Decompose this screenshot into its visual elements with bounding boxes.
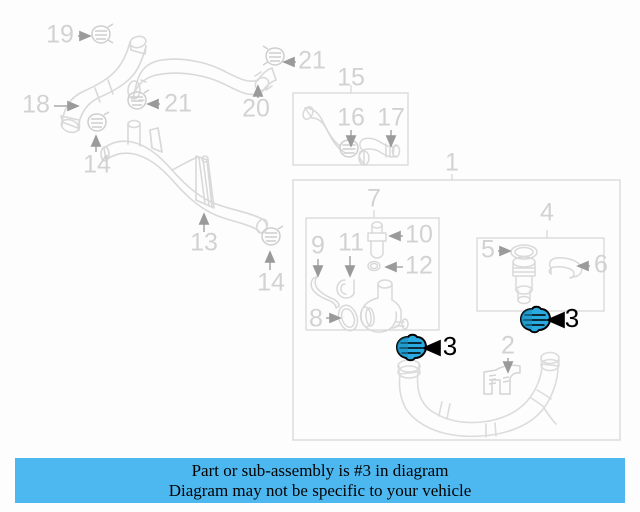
callout-3-upper: 3 bbox=[565, 303, 579, 333]
callout-2: 2 bbox=[501, 332, 515, 360]
callout-19: 19 bbox=[46, 21, 74, 49]
callout-11: 11 bbox=[338, 229, 364, 257]
callout-3-lower: 3 bbox=[443, 331, 457, 361]
group-box-15 bbox=[292, 85, 409, 166]
callout-17: 17 bbox=[377, 104, 405, 132]
highlight-clamp-upper bbox=[520, 305, 551, 334]
callout-18: 18 bbox=[22, 91, 50, 119]
callout-21-top: 21 bbox=[298, 47, 326, 75]
hose-assembly-upper-left bbox=[60, 35, 277, 234]
main-coolant-hose bbox=[397, 351, 560, 438]
callout-12: 12 bbox=[405, 252, 433, 280]
callout-6: 6 bbox=[594, 251, 608, 279]
callout-13: 13 bbox=[190, 229, 218, 257]
callout-9: 9 bbox=[311, 232, 325, 260]
callout-16: 16 bbox=[337, 104, 365, 132]
callout-8: 8 bbox=[309, 305, 323, 333]
group-box-7 bbox=[305, 210, 440, 333]
callout-7: 7 bbox=[367, 185, 381, 213]
info-banner: Part or sub-assembly is #3 in diagram Di… bbox=[15, 458, 625, 503]
leader-lines bbox=[54, 30, 590, 374]
callout-14-right: 14 bbox=[257, 269, 285, 297]
callout-21-mid: 21 bbox=[164, 90, 192, 118]
highlight-clamp-lower bbox=[396, 333, 427, 362]
callout-labels-highlight: 3 3 bbox=[443, 303, 579, 361]
leader-lines-highlight bbox=[421, 311, 565, 357]
banner-line-primary: Part or sub-assembly is #3 in diagram bbox=[191, 460, 449, 480]
callout-15: 15 bbox=[337, 64, 365, 92]
callout-4: 4 bbox=[540, 199, 554, 227]
callout-14-left: 14 bbox=[83, 151, 111, 179]
hose-clamps-gray bbox=[87, 23, 285, 246]
callout-1: 1 bbox=[445, 149, 459, 177]
callout-20: 20 bbox=[242, 95, 270, 123]
callout-5: 5 bbox=[481, 236, 495, 264]
banner-line-secondary: Diagram may not be specific to your vehi… bbox=[168, 480, 472, 500]
callout-10: 10 bbox=[405, 221, 433, 249]
group-box-1 bbox=[292, 174, 621, 441]
callout-labels: 19 18 21 21 20 14 13 14 15 16 17 1 7 9 1… bbox=[22, 21, 608, 360]
